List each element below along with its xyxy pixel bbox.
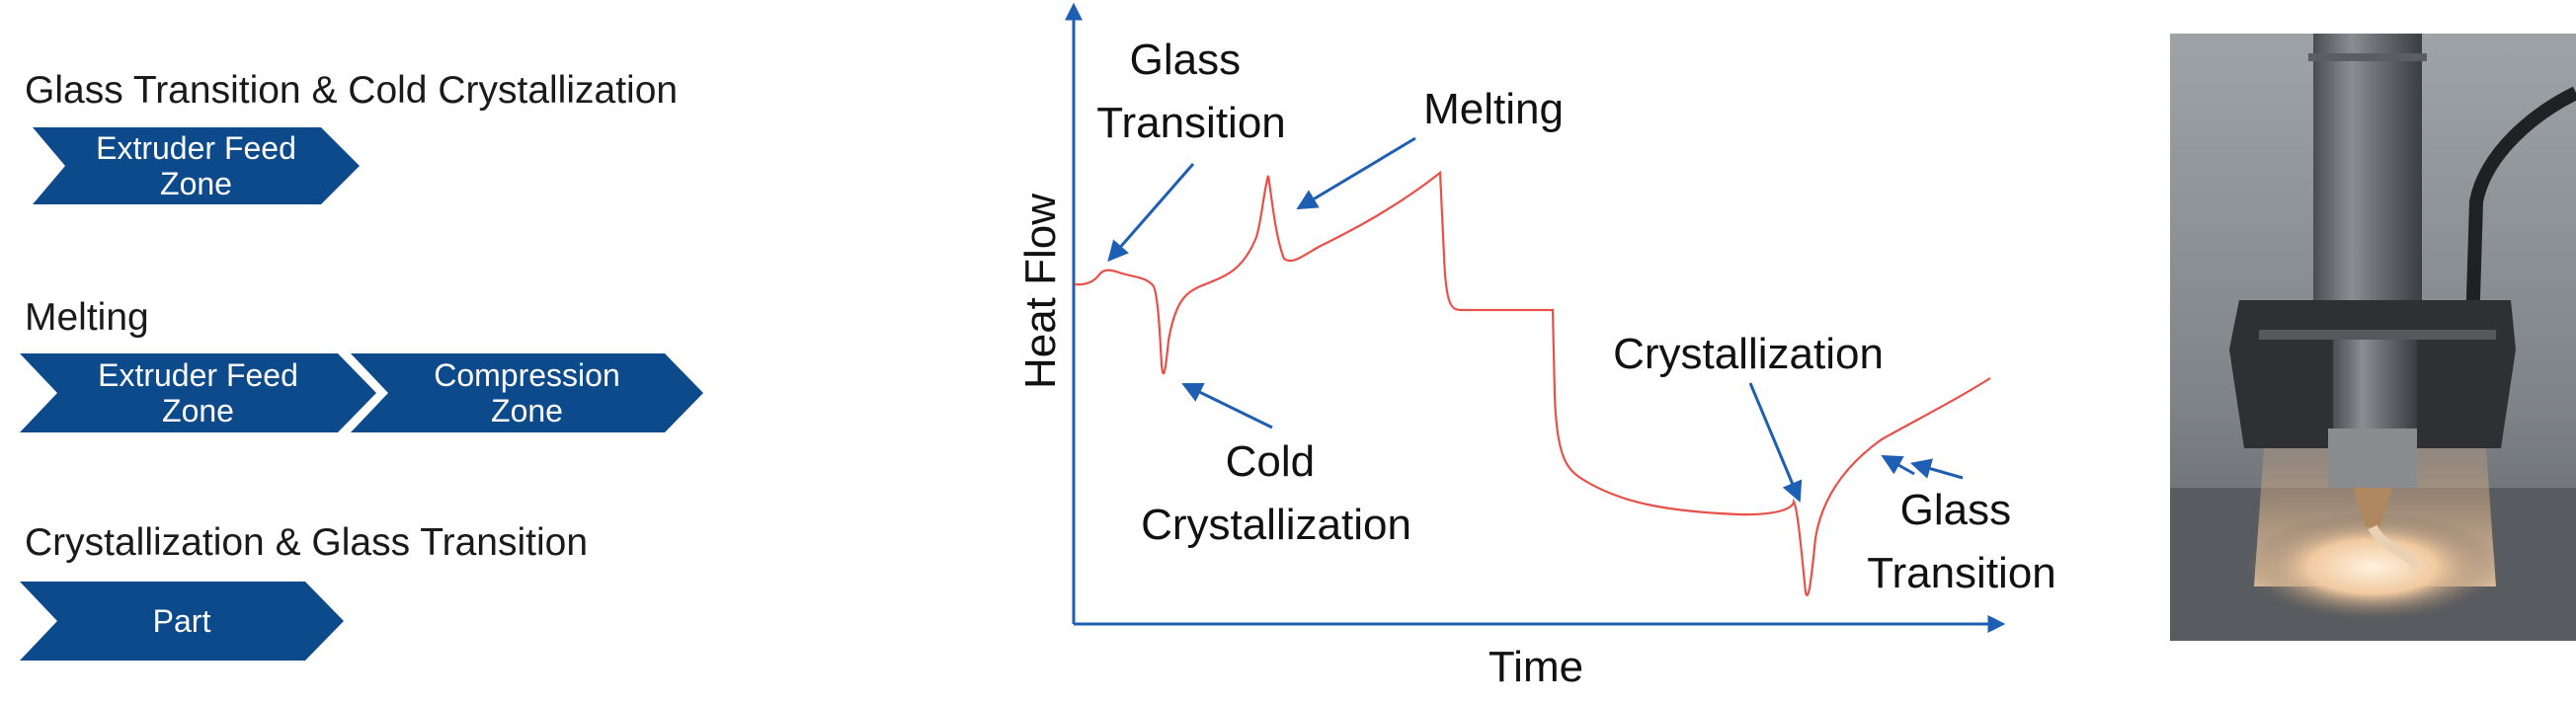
arrow-melting [1296,136,1416,210]
chevron-part: Part [20,582,344,661]
heading-melting: Melting [25,296,149,339]
arrow-glass-transition-cooling-stem [1909,458,1964,480]
annotation-melting: Melting [1423,85,1564,133]
arrow-crystallization [1748,382,1803,503]
heading-glass-cold: Glass Transition & Cold Crystallization [25,69,679,112]
annotation-glass-transition: Glass Transition [1096,36,1286,147]
arrow-cold-crystallization [1181,382,1273,429]
chevron-label: Part [152,603,211,639]
arrow-glass-transition [1107,163,1195,263]
annotation-glass-transition-cooling: Glass Transition [1867,486,2056,597]
heading-cryst-glass: Crystallization & Glass Transition [25,521,589,564]
annotation-cold-crystallization: Cold Crystallization [1141,437,1411,549]
y-axis-label: Heat Flow [1016,194,1065,389]
arrow-glass-transition-cooling [1881,454,1915,476]
printer-nozzle-photo [2170,34,2576,641]
x-axis-label: Time [1489,643,1583,691]
heat-flow-curve [1074,170,1991,596]
annotation-crystallization: Crystallization [1613,330,1884,378]
